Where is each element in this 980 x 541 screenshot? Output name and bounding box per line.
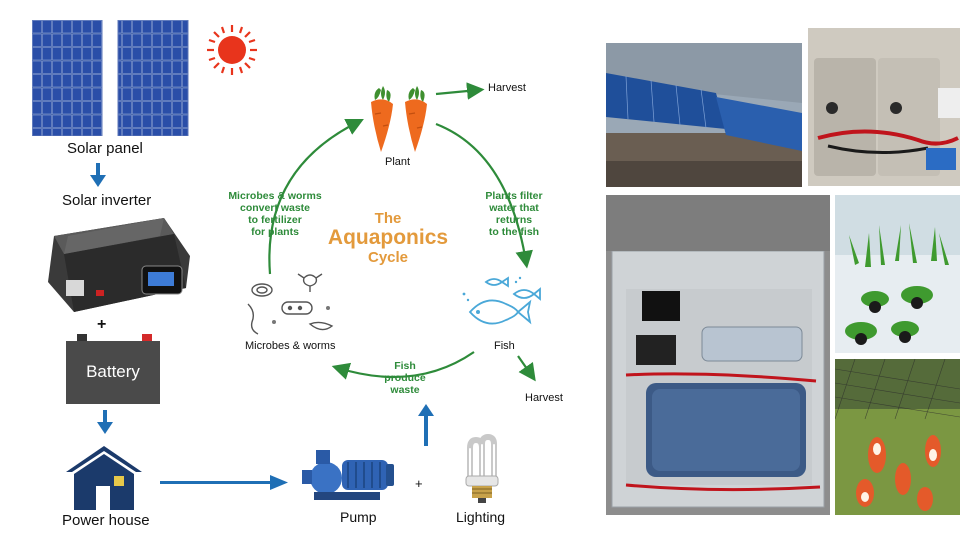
- fish-label: Fish: [494, 340, 515, 352]
- solar-panel-label: Solar panel: [67, 140, 143, 157]
- harvest-bottom-label: Harvest: [525, 392, 563, 404]
- plus-sign: +: [415, 476, 423, 491]
- sun-icon: [207, 25, 257, 75]
- microbes-label: Microbes & worms: [245, 340, 336, 352]
- fish-icon: [462, 276, 541, 325]
- power-house-label: Power house: [62, 512, 150, 529]
- battery-terminal-neg: [77, 334, 87, 342]
- cycle-title-line3: Cycle: [367, 249, 409, 266]
- arrow-right-icon: [160, 475, 288, 490]
- photo-control-box: [606, 195, 830, 515]
- arrow-down-icon: [90, 163, 106, 187]
- plant-label: Plant: [385, 156, 411, 168]
- harvest-top-label: Harvest: [488, 82, 526, 94]
- plus-sign: +: [97, 316, 107, 333]
- microbes-icon: [247, 273, 334, 335]
- pump-label: Pump: [340, 509, 377, 525]
- solar-inverter-label: Solar inverter: [62, 192, 152, 209]
- solar-panel-icon: [32, 20, 189, 136]
- battery-icon: [66, 341, 160, 404]
- cycle-title-line2: Aquaponics: [327, 226, 449, 249]
- inverter-icon: [48, 218, 190, 312]
- battery-label: Battery: [86, 362, 140, 381]
- lighting-label: Lighting: [456, 509, 506, 525]
- cycle-arrows: [268, 82, 536, 382]
- light-bulb-icon: [465, 434, 499, 503]
- photo-seedlings: [835, 195, 960, 353]
- arrow-up-icon: [418, 404, 434, 446]
- photo-koi-pond: [835, 359, 960, 515]
- arrow-down-icon: [97, 410, 113, 434]
- battery-terminal-pos: [142, 334, 152, 342]
- pump-icon: [302, 450, 394, 500]
- photo-solar-panels-roof: [606, 43, 802, 187]
- house-icon: [66, 446, 142, 510]
- carrot-icon: [371, 86, 427, 152]
- cycle-title-line1: The: [374, 210, 402, 227]
- photo-batteries: [808, 28, 960, 186]
